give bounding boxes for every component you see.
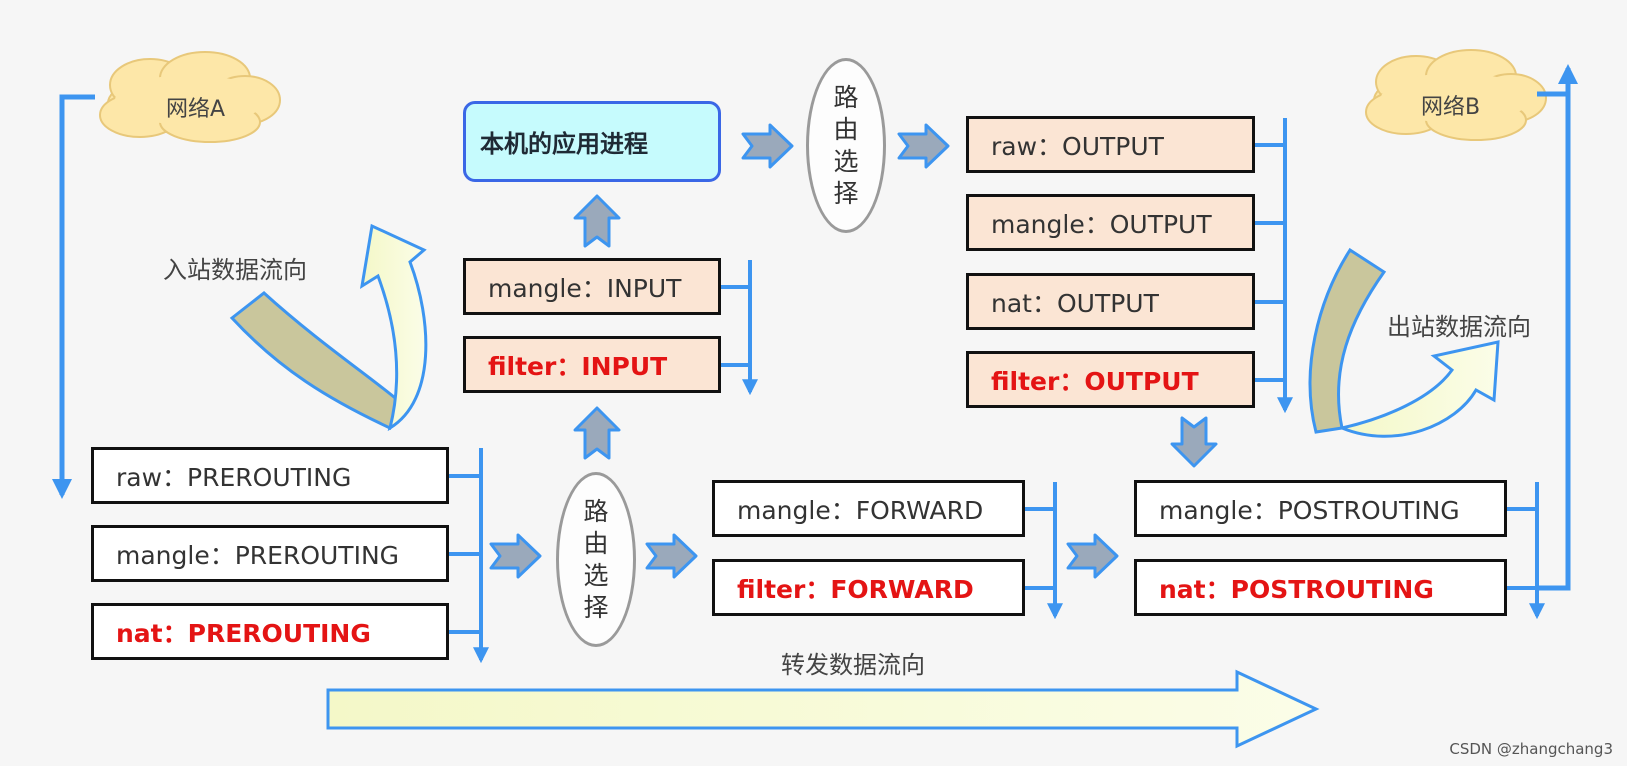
route-select-bottom: 路 由 选 择 bbox=[556, 472, 636, 647]
route-select-top: 路 由 选 择 bbox=[806, 58, 886, 233]
route-select-bottom-char: 由 bbox=[583, 528, 609, 558]
chain-nat-postrouting: nat：POSTROUTING bbox=[1134, 559, 1507, 616]
output-collector bbox=[1254, 118, 1293, 414]
route-select-top-char: 选 bbox=[833, 146, 859, 176]
route-select-top-char: 路 bbox=[833, 82, 859, 112]
chain-nat-output: nat：OUTPUT bbox=[966, 273, 1255, 330]
chevron-arrows bbox=[489, 123, 1218, 579]
network-b-out-line bbox=[1537, 64, 1578, 591]
csdn-watermark: CSDN @zhangchang3 bbox=[1449, 740, 1613, 758]
app-process-box: 本机的应用进程 bbox=[463, 101, 721, 182]
chain-filter-input: filter：INPUT bbox=[463, 336, 721, 393]
prerouting-collector bbox=[448, 448, 489, 664]
network-a-in-line bbox=[52, 94, 95, 499]
chain-mangle-postrouting: mangle：POSTROUTING bbox=[1134, 480, 1507, 537]
forward-flow-label: 转发数据流向 bbox=[781, 651, 925, 679]
forward-flow-arrow bbox=[326, 669, 1320, 749]
route-select-top-char: 由 bbox=[833, 114, 859, 144]
forward-collector bbox=[1024, 482, 1063, 620]
chain-raw-output: raw：OUTPUT bbox=[966, 116, 1255, 173]
chain-filter-output: filter：OUTPUT bbox=[966, 351, 1255, 408]
route-select-bottom-char: 择 bbox=[583, 592, 609, 622]
network-a-label: 网络A bbox=[166, 97, 226, 122]
inbound-flow-label: 入站数据流向 bbox=[163, 256, 307, 284]
chain-mangle-output: mangle：OUTPUT bbox=[966, 194, 1255, 251]
chain-filter-forward: filter：FORWARD bbox=[712, 559, 1025, 616]
outbound-flow-label: 出站数据流向 bbox=[1387, 313, 1531, 341]
postrouting-collector bbox=[1506, 482, 1545, 620]
outbound-curved-arrow bbox=[1308, 247, 1500, 438]
chain-mangle-forward: mangle：FORWARD bbox=[712, 480, 1025, 537]
network-b-label: 网络B bbox=[1421, 95, 1481, 120]
input-collector bbox=[720, 260, 758, 396]
route-select-top-char: 择 bbox=[833, 178, 859, 208]
chain-nat-prerouting: nat：PREROUTING bbox=[91, 603, 449, 660]
chain-raw-prerouting: raw：PREROUTING bbox=[91, 447, 449, 504]
route-select-bottom-char: 选 bbox=[583, 560, 609, 590]
inbound-curved-arrow bbox=[229, 223, 428, 432]
chain-mangle-input: mangle：INPUT bbox=[463, 258, 721, 315]
route-select-bottom-char: 路 bbox=[583, 496, 609, 526]
chain-mangle-prerouting: mangle：PREROUTING bbox=[91, 525, 449, 582]
